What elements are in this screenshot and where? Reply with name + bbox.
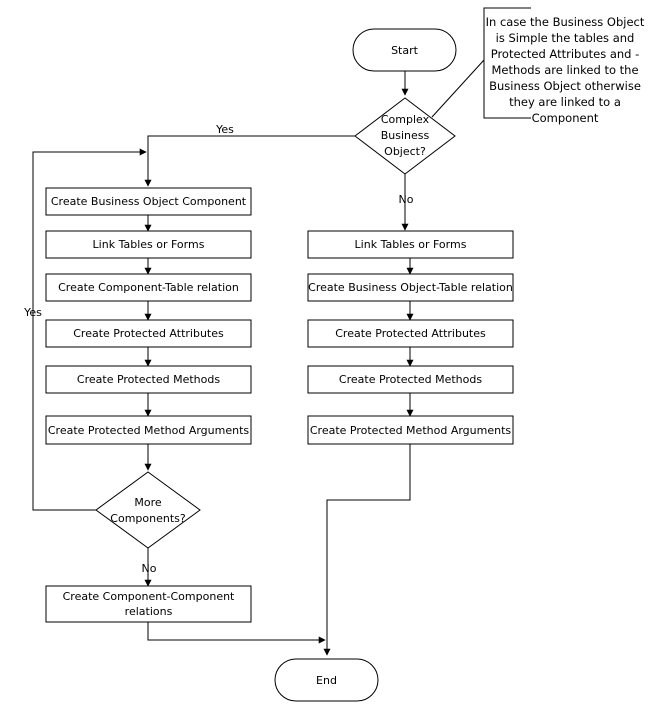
note-bracket [483,7,531,119]
node-left6-label: Create Protected Method Arguments [48,424,250,437]
node-left3-label: Create Component-Table relation [58,281,239,294]
note-line-6: they are linked to a [509,95,621,109]
node-right3-label: Create Protected Attributes [335,327,486,340]
node-left-create-protected-attributes[interactable] [45,319,252,348]
node-left1-label: Create Business Object Component [51,195,247,208]
note-line-1: In case the Business Object [486,15,645,29]
node-decision-complex-business-object[interactable] [354,97,456,175]
node-right1-label: Link Tables or Forms [355,238,467,251]
node-start[interactable] [352,28,457,72]
edge-leftfinal-to-end [147,622,326,644]
node-right2-label: Create Business Object-Table relation [308,281,513,294]
node-create-business-object-component[interactable] [45,187,252,216]
node-right-create-protected-method-arguments[interactable] [307,415,514,445]
node-left2-label: Link Tables or Forms [93,238,205,251]
node-right-create-protected-methods[interactable] [307,365,514,394]
edge-rightfinal-to-end [323,444,411,656]
edge-label-complex-yes: Yes [215,123,234,136]
node-left-link-tables-or-forms[interactable] [45,230,252,259]
node-end[interactable] [274,658,379,702]
node-right-link-tables-or-forms[interactable] [307,230,514,259]
note-line-2: is Simple the tables and [496,31,635,45]
node-right-create-protected-attributes[interactable] [307,319,514,348]
edge-complex-yes [144,135,355,187]
note-line-7: Component [532,111,599,125]
node-create-component-component-relations[interactable] [45,585,252,623]
node-decision-complex-line2: Business [381,129,430,142]
note-line-5: Business Object otherwise [489,79,641,93]
node-start-label: Start [391,44,419,57]
node-left7-line2: relations [125,605,173,618]
edge-label-complex-no: No [399,193,414,206]
node-decision-complex-line1: Complex [381,113,430,126]
node-left7-line1: Create Component-Component [63,590,235,603]
node-create-component-table-relation[interactable] [45,273,252,302]
node-left4-label: Create Protected Attributes [73,327,224,340]
note-line-4: Methods are linked to the [491,63,638,77]
edge-label-more-no: No [142,562,157,575]
node-create-business-object-table-relation[interactable] [307,273,514,302]
node-decision-more-line2: Components? [110,512,186,525]
node-end-label: End [316,674,337,687]
edge-label-more-yes: Yes [23,306,42,319]
note-line-3: Protected Attributes and - [491,47,640,61]
node-decision-more-components[interactable] [95,471,201,549]
node-left-create-protected-methods[interactable] [45,365,252,394]
node-left-create-protected-method-arguments[interactable] [45,415,252,445]
note-leader-line [431,59,485,118]
edge-more-yes-loop [32,148,147,511]
node-left5-label: Create Protected Methods [77,373,220,386]
node-right5-label: Create Protected Method Arguments [310,424,512,437]
node-decision-complex-line3: Object? [384,145,426,158]
node-decision-more-line1: More [134,496,162,509]
node-right4-label: Create Protected Methods [339,373,482,386]
